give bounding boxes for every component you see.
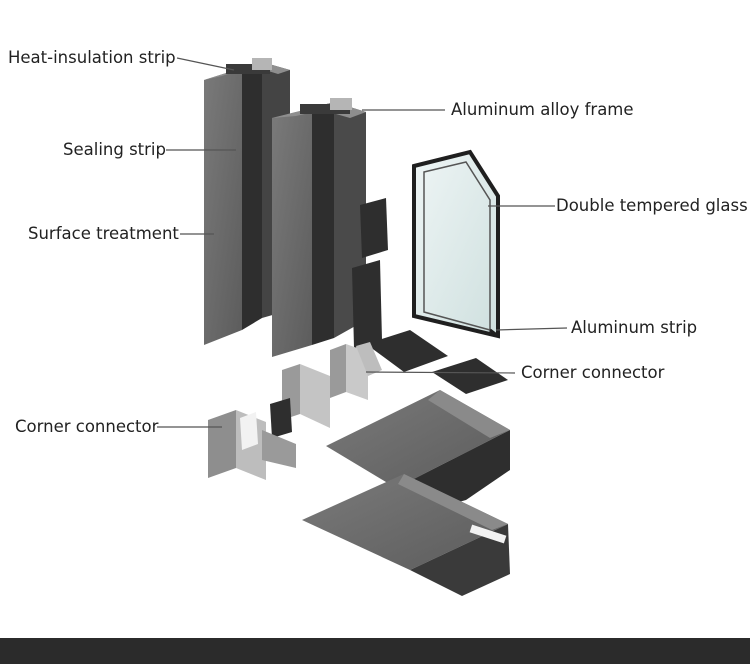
leader-lines xyxy=(157,57,568,428)
label-aluminum-strip: Aluminum strip xyxy=(571,318,698,337)
accessory-plates xyxy=(366,330,508,394)
double-glass-panel xyxy=(412,149,500,339)
label-sealing-strip: Sealing strip xyxy=(63,140,166,159)
footer-bar xyxy=(0,638,750,664)
label-aluminum-alloy-frame: Aluminum alloy frame xyxy=(451,100,634,119)
label-corner-connector-right: Corner connector xyxy=(521,363,665,382)
tall-profile-middle xyxy=(272,98,388,357)
label-heat-insulation-strip: Heat-insulation strip xyxy=(8,48,176,67)
horizontal-profile-lower xyxy=(302,474,510,596)
corner-connectors-cluster xyxy=(208,342,382,480)
label-surface-treatment: Surface treatment xyxy=(28,224,179,243)
label-double-tempered-glass: Double tempered glass xyxy=(556,196,748,215)
label-corner-connector-left: Corner connector xyxy=(15,417,159,436)
